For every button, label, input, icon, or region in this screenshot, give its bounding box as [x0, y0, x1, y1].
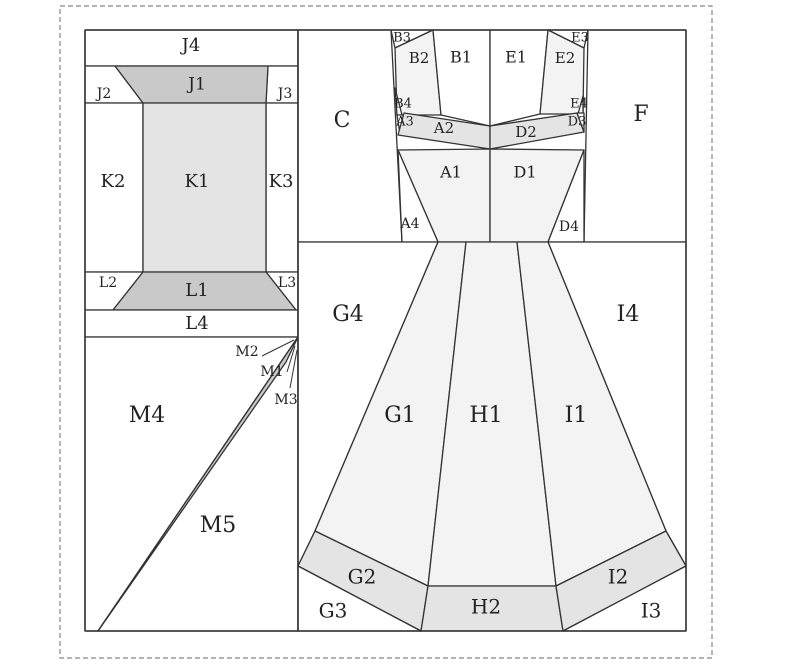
- label-b1: B1: [450, 48, 472, 67]
- label-b3: B3: [393, 31, 411, 46]
- label-j3: J3: [276, 86, 293, 102]
- label-l2: L2: [99, 275, 117, 291]
- line-m3-a: [289, 349, 298, 389]
- label-d3: D3: [568, 115, 587, 130]
- label-a1: A1: [439, 163, 462, 182]
- label-d2: D2: [515, 123, 537, 141]
- label-h2: H2: [471, 595, 501, 619]
- label-j2: J2: [95, 86, 112, 102]
- label-c: C: [334, 108, 351, 133]
- label-m2: M2: [235, 344, 258, 360]
- label-g1: G1: [384, 403, 416, 428]
- label-k3: K3: [269, 171, 294, 192]
- label-e3: E3: [571, 31, 589, 46]
- piece-m1: [97, 336, 299, 632]
- label-k2: K2: [101, 171, 126, 192]
- label-b4: B4: [394, 97, 412, 112]
- label-i1: I1: [565, 403, 588, 428]
- label-d1: D1: [513, 163, 536, 182]
- label-l1: L1: [185, 280, 208, 301]
- label-g3: G3: [319, 599, 348, 623]
- piece-e1: [489, 29, 549, 127]
- label-l4: L4: [185, 313, 208, 334]
- label-k1: K1: [185, 171, 210, 192]
- label-l3: L3: [278, 275, 296, 291]
- label-a2: A2: [433, 119, 454, 137]
- dashed-frame: [59, 5, 713, 659]
- label-i3: I3: [641, 599, 662, 623]
- piece-c: [297, 29, 403, 243]
- line-m2-a: [261, 339, 295, 357]
- piece-b1: [432, 29, 491, 127]
- label-e2: E2: [555, 49, 576, 67]
- label-m1: M1: [260, 364, 283, 380]
- pattern-lines: [84, 29, 687, 632]
- label-j4: J4: [180, 35, 201, 56]
- label-h1: H1: [469, 403, 502, 428]
- label-f: F: [633, 102, 648, 127]
- label-m5: M5: [200, 513, 237, 538]
- label-a4: A4: [399, 216, 419, 232]
- piece-f: [583, 29, 687, 243]
- label-i4: I4: [617, 302, 640, 327]
- label-b2: B2: [409, 49, 430, 67]
- label-g2: G2: [348, 565, 377, 589]
- label-i2: I2: [608, 565, 629, 589]
- label-e1: E1: [505, 48, 527, 67]
- piece-d3: [576, 112, 585, 133]
- label-e4: E4: [570, 97, 588, 112]
- label-m4: M4: [129, 403, 166, 428]
- label-m3: M3: [274, 392, 297, 408]
- line-m1-a: [286, 345, 296, 373]
- label-j1: J1: [186, 75, 206, 95]
- label-g4: G4: [332, 302, 364, 327]
- label-a3: A3: [395, 115, 414, 130]
- label-d4: D4: [559, 219, 579, 235]
- pattern-pieces: [84, 29, 687, 632]
